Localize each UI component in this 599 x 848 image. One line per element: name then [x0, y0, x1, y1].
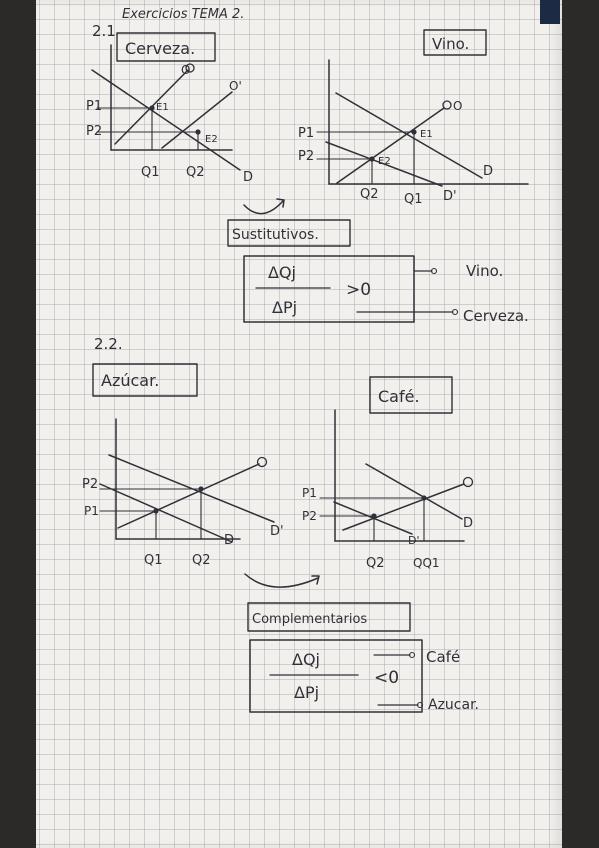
label-q1: QQ1 [413, 556, 440, 570]
arrow-label-azucar: Azucar. [428, 697, 479, 713]
label-q1: Q1 [141, 165, 160, 180]
supply-curve-o [336, 107, 445, 184]
relation-complementarios: Complementarios [252, 612, 367, 627]
label-p1: P1 [86, 99, 102, 114]
equilibrium-point-2 [371, 513, 377, 519]
equilibrium-point-1 [421, 495, 427, 501]
label-p2: P2 [302, 509, 317, 523]
title-box-cafe [369, 376, 453, 414]
graph-azucar-title: Azúcar. [101, 371, 159, 390]
label-d-prime: D' [270, 524, 284, 539]
curve-end-marker [185, 63, 195, 73]
formula-1-comparison: >0 [346, 280, 371, 300]
demand-curve-d [335, 92, 483, 179]
arrow-tip-icon [416, 701, 424, 709]
demand-curve-d-prime [325, 141, 443, 187]
page-heading: Exercicios TEMA 2. [122, 7, 244, 22]
curve-end-marker [256, 456, 268, 468]
graph-cafe-title: Café. [378, 387, 420, 406]
arrowhead-icon [311, 575, 320, 585]
supply-curve-o-prime [161, 91, 233, 149]
label-p2: P2 [82, 477, 98, 492]
label-q1: Q1 [404, 192, 423, 207]
label-o: O [453, 99, 462, 113]
label-d: D [243, 170, 253, 185]
curved-arrow-icon [244, 573, 319, 588]
formula-2-denominator: ΔPj [294, 683, 319, 702]
equilibrium-e1 [149, 105, 155, 111]
curved-arrow-icon [243, 200, 284, 215]
arrow-tip-icon [430, 267, 438, 275]
label-e2: E2 [378, 156, 391, 167]
equilibrium-point-1 [153, 508, 159, 514]
demand-curve-d [365, 463, 463, 520]
curve-end-marker [462, 476, 474, 488]
demand-curve [91, 69, 241, 171]
graph-cafe: Café. P1 P2 Q2 QQ1 D D' [302, 376, 474, 571]
arrow-label-vino: Vino. [466, 262, 503, 280]
label-p1: P1 [298, 126, 314, 141]
formula-2-comparison: <0 [374, 668, 399, 688]
label-e2: E2 [205, 134, 218, 145]
formula-box-2 [249, 639, 423, 713]
formula-box-1 [243, 255, 415, 323]
equilibrium-e2 [369, 156, 375, 162]
label-q2: Q2 [360, 187, 379, 202]
graph-vino: Vino. P1 P2 Q2 Q1 E1 E2 O D D' [298, 29, 529, 207]
label-o: O [181, 63, 190, 77]
graph-cerveza: Cerveza. P1 P2 Q1 Q2 E1 E2 O O' D [86, 32, 253, 185]
equilibrium-point-2 [198, 486, 204, 492]
label-o-prime: O' [229, 79, 242, 93]
graph-vino-title: Vino. [432, 35, 469, 53]
label-q1: Q1 [144, 553, 163, 568]
exercise-1-number: 2.1 [92, 22, 116, 40]
graph-cerveza-title: Cerveza. [125, 39, 195, 58]
label-d: D [224, 533, 234, 548]
graph-azucar: Azúcar. P2 P1 Q1 Q2 D D' [82, 363, 284, 568]
demand-curve-d [99, 483, 233, 543]
label-d: D [483, 164, 493, 179]
label-q2: Q2 [366, 556, 385, 571]
label-e1: E1 [156, 102, 169, 113]
arrow-label-cerveza: Cerveza. [463, 307, 529, 325]
notebook-page [36, 0, 562, 848]
formula-1-numerator: ΔQj [268, 263, 296, 282]
formula-1-denominator: ΔPj [272, 298, 297, 317]
formula-2-numerator: ΔQj [292, 650, 320, 669]
label-p1: P1 [302, 486, 317, 500]
equilibrium-e1 [411, 129, 417, 135]
title-box-vino [423, 29, 487, 56]
label-p2: P2 [86, 124, 102, 139]
label-e1: E1 [420, 129, 433, 140]
label-d-prime: D' [443, 189, 457, 204]
label-d-prime: D' [408, 534, 420, 547]
label-p2: P2 [298, 149, 314, 164]
supply-curve-o [117, 463, 260, 529]
exercise-2-number: 2.2. [94, 335, 123, 353]
title-box-cerveza [116, 32, 216, 62]
relation-box-sustitutivos [227, 219, 351, 247]
page-edge [540, 0, 560, 24]
relation-sustitutivos: Sustitutivos. [232, 227, 319, 243]
arrow-tip-icon [408, 651, 416, 659]
supply-curve-o [342, 483, 465, 531]
title-box-azucar [92, 363, 198, 397]
label-p1: P1 [84, 504, 99, 518]
arrow-label-cafe: Café [426, 648, 460, 666]
curve-end-marker [442, 100, 452, 110]
equilibrium-e2 [195, 129, 201, 135]
label-q2: Q2 [186, 165, 205, 180]
relation-box-complementarios [247, 602, 411, 632]
arrowhead-icon [276, 198, 285, 208]
label-d: D [463, 516, 473, 531]
label-q2: Q2 [192, 553, 211, 568]
arrow-tip-icon [451, 308, 459, 316]
